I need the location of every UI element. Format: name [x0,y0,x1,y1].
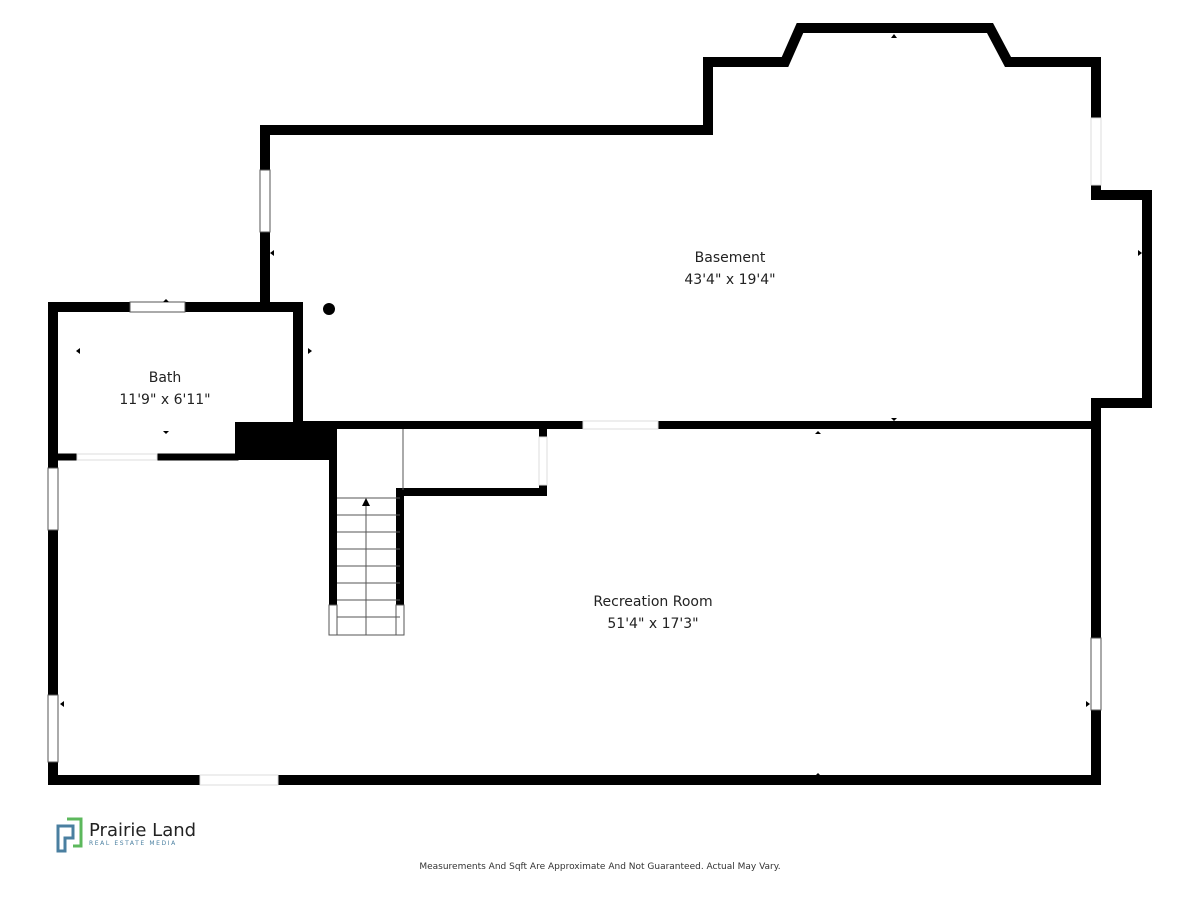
logo-name: Prairie Land [89,820,197,841]
doorway [76,453,158,461]
company-logo: Prairie Land REAL ESTATE MEDIA [55,816,196,854]
logo-tagline: REAL ESTATE MEDIA [89,840,177,847]
stair-post [328,604,338,636]
window [47,694,59,763]
window [129,301,186,313]
basement-outer-wall [260,23,1101,310]
window [47,467,59,531]
floor-drain-icon [323,303,335,315]
room-name: Recreation Room [593,594,713,610]
window [1090,117,1102,186]
room-name: Basement [694,250,766,266]
room-dimensions: 51'4" x 17'3" [607,616,699,632]
room-label-basement: Basement 43'4" x 19'4" [684,247,775,291]
east-wall [275,180,1152,785]
stair-right-wall [396,421,547,609]
doorway [582,420,659,430]
window [259,169,271,233]
room-label-recreation-room: Recreation Room 51'4" x 17'3" [593,591,712,635]
dimension-markers [60,34,1142,776]
room-name: Bath [148,370,182,386]
room-dimensions: 11'9" x 6'11" [119,392,211,408]
stair-arrow-icon [362,498,370,506]
window [1090,637,1102,711]
logo-mark-icon [56,817,83,853]
disclaimer: Measurements And Sqft Are Approximate An… [419,862,781,872]
room-dimensions: 43'4" x 19'4" [684,272,776,288]
window [538,436,548,486]
room-label-bath: Bath 11'9" x 6'11" [119,367,210,411]
south-west-wall [48,302,303,785]
chimney-block [235,422,335,460]
doorway [199,774,279,786]
staircase [337,429,404,636]
stair-post [395,604,405,636]
